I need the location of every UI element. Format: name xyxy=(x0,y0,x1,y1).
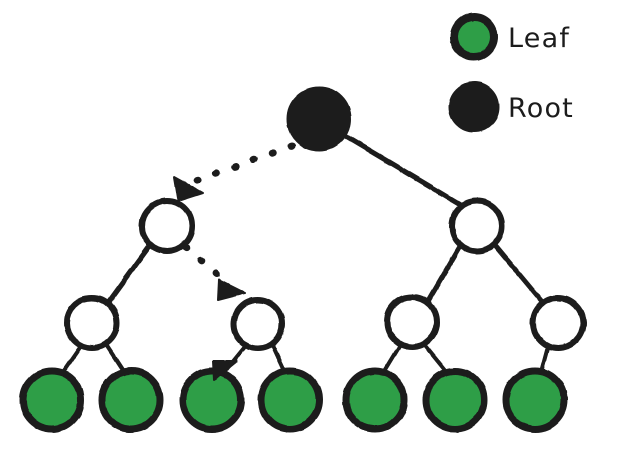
tree-leaf-6[interactable] xyxy=(422,367,488,433)
tree-edges-solid xyxy=(105,133,546,306)
edge-rr-to-leaf-7 xyxy=(539,344,550,374)
tree-internal-nodes xyxy=(64,198,586,351)
legend-leaf-label: Leaf xyxy=(508,23,570,54)
edge-rl-to-leaf-6 xyxy=(423,343,449,374)
tree-node-rr[interactable] xyxy=(530,295,586,351)
edge-root-to-left-internal-dotted xyxy=(192,142,296,185)
tree-leaf-1[interactable] xyxy=(19,367,85,433)
tree-leaf-5[interactable] xyxy=(342,367,408,433)
tree-leaf-4[interactable] xyxy=(257,367,323,433)
tree-edges-leaf xyxy=(61,342,550,374)
legend-item-root[interactable]: Root xyxy=(448,81,574,133)
edge-ll-to-leaf-1 xyxy=(61,344,83,374)
edge-ll-to-leaf-2 xyxy=(105,344,126,374)
tree-node-lr[interactable] xyxy=(231,297,285,351)
legend-root-circle-icon xyxy=(448,81,500,133)
edge-right-internal-to-rl xyxy=(424,240,465,306)
tree-node-left-internal[interactable] xyxy=(139,198,195,254)
edge-right-internal-to-rr xyxy=(490,240,546,306)
tree-node-ll[interactable] xyxy=(64,295,120,351)
tree-edges-dotted xyxy=(182,142,296,287)
tree-leaf-3[interactable] xyxy=(179,367,245,433)
tree-node-rl[interactable] xyxy=(384,294,440,350)
legend-item-leaf[interactable]: Leaf xyxy=(450,13,570,61)
tree-leaf-2[interactable] xyxy=(98,367,164,433)
edge-left-internal-to-lr-dotted xyxy=(182,243,231,287)
tree-node-root[interactable] xyxy=(286,86,352,152)
arrowhead-to-left-internal xyxy=(173,176,204,202)
tree-node-right-internal[interactable] xyxy=(449,198,505,254)
arrowhead-to-lr-internal xyxy=(217,279,246,301)
legend-root-label: Root xyxy=(508,93,574,124)
legend: Leaf Root xyxy=(448,13,574,133)
tree-leaf-7[interactable] xyxy=(502,367,568,433)
edge-rl-to-leaf-5 xyxy=(382,342,403,374)
tree-leaf-nodes xyxy=(19,367,568,433)
legend-leaf-circle-icon xyxy=(450,13,498,61)
arrowhead-to-leaf-3-overlay xyxy=(212,360,237,381)
edge-left-internal-to-ll xyxy=(105,241,154,306)
tree-root-node-group xyxy=(286,86,352,152)
edge-lr-to-leaf-4 xyxy=(270,342,287,374)
edge-root-to-right-internal xyxy=(342,133,466,209)
